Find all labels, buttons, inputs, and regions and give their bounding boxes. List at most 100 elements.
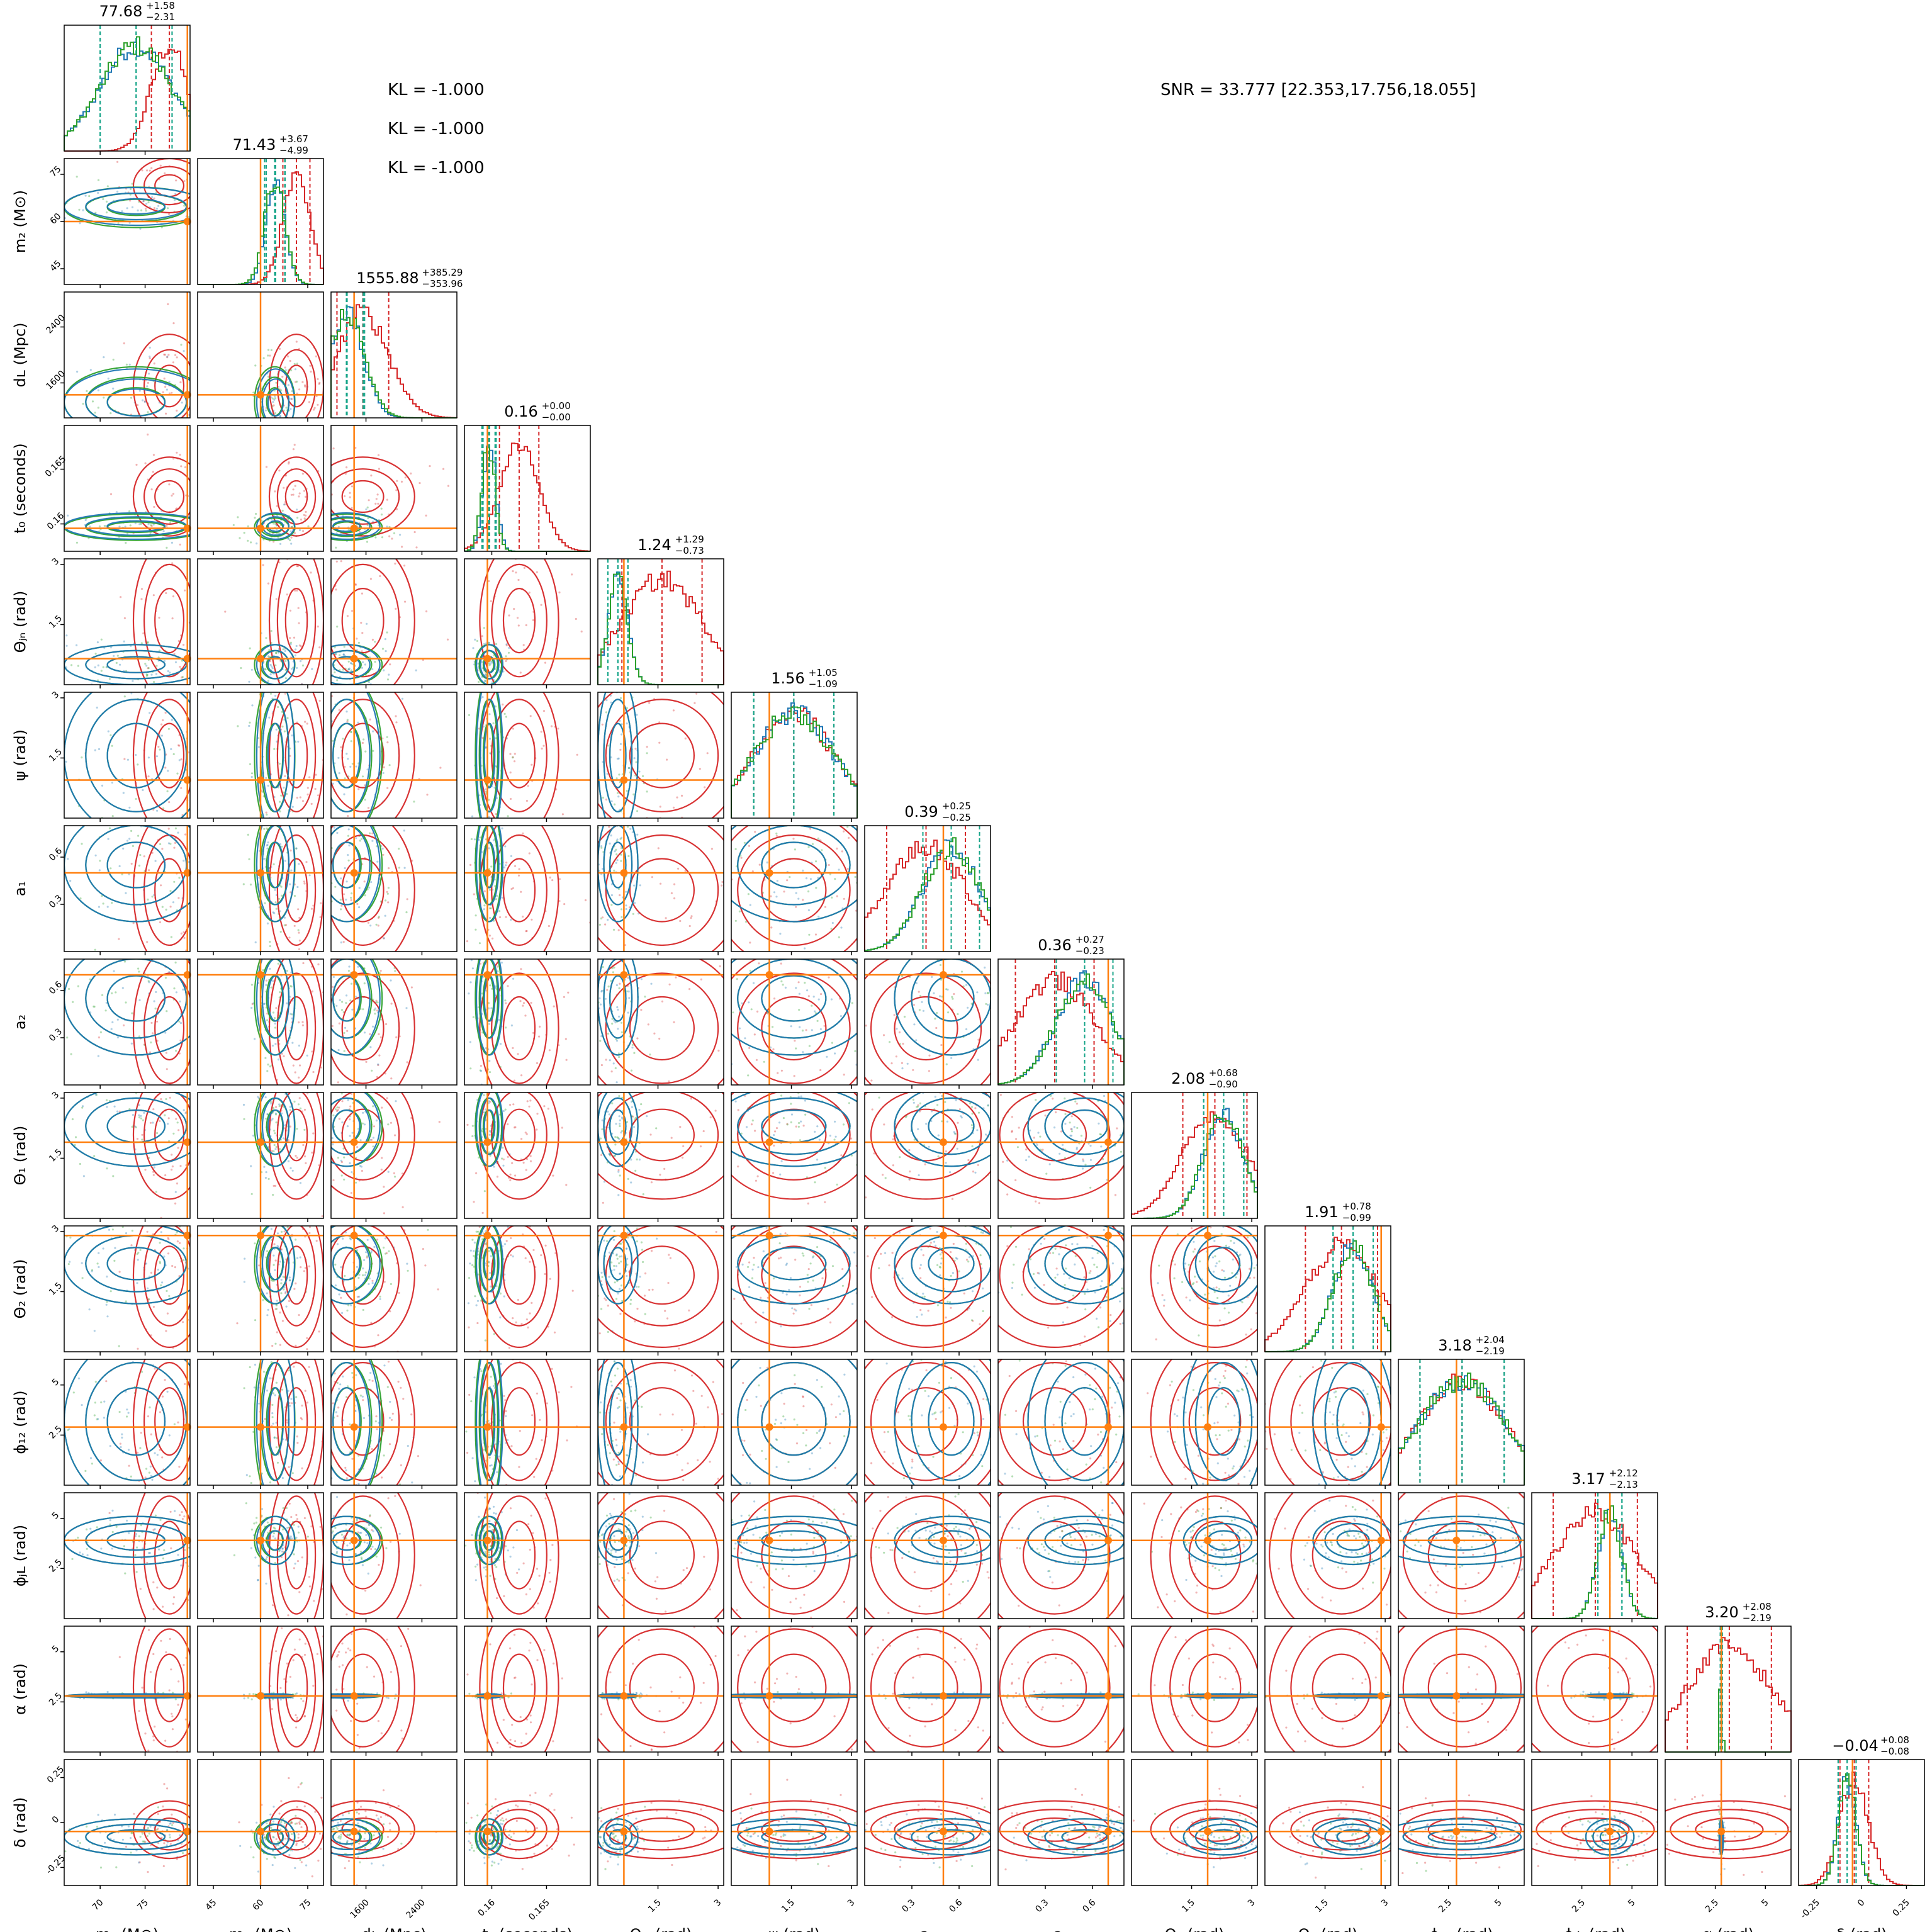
scatter-dot-blue: [619, 1288, 621, 1290]
hist-title-minus-m1: −2.31: [146, 11, 175, 23]
scatter-dot-blue: [381, 847, 384, 850]
scatter-dot-blue: [490, 661, 493, 664]
scatter-dot-green: [782, 1117, 785, 1120]
scatter-dot-green: [621, 1031, 623, 1033]
scatter-dot-red: [1038, 1202, 1041, 1205]
scatter-dot-blue: [348, 844, 351, 846]
scatter-dot-green: [613, 1264, 615, 1267]
scatter-dot-red: [318, 1330, 320, 1333]
scatter-dot-green: [178, 1020, 181, 1023]
scatter-dot-green: [266, 827, 268, 830]
scatter-dot-blue: [631, 1106, 633, 1108]
scatter-dot-red: [540, 731, 542, 733]
scatter-dot-green: [1016, 1146, 1019, 1149]
scatter-dot-blue: [362, 661, 364, 663]
scatter-dot-blue: [183, 1109, 185, 1111]
scatter-dot-green: [613, 928, 615, 931]
scatter-dot-red: [395, 1036, 398, 1038]
scatter-dot-red: [164, 354, 167, 356]
scatter-dot-blue: [368, 1283, 370, 1285]
y-tick-label-theta2-0: 1.5: [47, 1281, 64, 1298]
scatter-dot-blue: [170, 748, 172, 750]
scatter-dot-green: [290, 369, 293, 372]
scatter-dot-red: [544, 1272, 546, 1276]
scatter-dot-red: [179, 381, 182, 384]
scatter-dot-green: [934, 1018, 936, 1020]
scatter-dot-green: [903, 1016, 906, 1018]
scatter-dot-blue: [356, 1266, 358, 1268]
scatter-dot-green: [334, 1108, 337, 1111]
scatter-dot-blue: [76, 371, 79, 373]
scatter-dot-red: [756, 1175, 759, 1177]
scatter-dot-blue: [483, 908, 485, 911]
scatter-dot-red: [520, 890, 522, 893]
scatter-dot-red: [368, 499, 370, 502]
scatter-dot-red: [805, 1029, 807, 1031]
scatter-dot-red: [290, 493, 293, 496]
scatter-dot-red: [688, 988, 691, 991]
scatter-dot-blue: [348, 667, 351, 670]
scatter-dot-green: [130, 396, 133, 399]
scatter-dot-red: [310, 802, 313, 805]
y-axis-label-theta1: Θ₁ (rad): [11, 1126, 29, 1186]
scatter-dot-blue: [484, 1108, 486, 1111]
scatter-dot-red: [152, 471, 154, 473]
scatter-dot-red: [177, 897, 180, 899]
scatter-dot-red: [565, 1059, 568, 1061]
scatter-dot-green: [354, 1181, 357, 1184]
scatter-dot-green: [782, 984, 784, 986]
scatter-dot-blue: [280, 1279, 283, 1281]
scatter-dot-red: [706, 752, 709, 755]
scatter-dot-blue: [795, 892, 797, 894]
scatter-dot-red: [294, 1071, 296, 1074]
scatter-dot-red: [272, 1184, 275, 1187]
scatter-dot-red: [514, 1126, 516, 1129]
scatter-dot-blue: [489, 738, 491, 740]
scatter-dot-red: [634, 1320, 636, 1323]
scatter-dot-green: [489, 889, 491, 891]
scatter-dot-blue: [617, 1008, 619, 1011]
scatter-dot-red: [184, 833, 187, 836]
scatter-dot-red: [318, 699, 321, 702]
scatter-dot-red: [999, 1094, 1002, 1096]
scatter-dot-blue: [946, 988, 949, 991]
scatter-dot-blue: [617, 1292, 619, 1295]
scatter-dot-blue: [279, 1261, 281, 1263]
contour-panel-t0-vs-dL: [330, 425, 458, 555]
scatter-dot-red: [547, 1108, 549, 1110]
scatter-dot-green: [283, 1288, 285, 1291]
scatter-dot-blue: [636, 714, 638, 716]
scatter-dot-blue: [488, 847, 490, 850]
scatter-dot-red: [666, 1317, 669, 1320]
scatter-dot-red: [610, 1070, 613, 1073]
scatter-dot-green: [944, 1101, 946, 1103]
scatter-dot-red: [139, 1082, 142, 1084]
scatter-dot-blue: [913, 1023, 916, 1026]
scatter-dot-red: [673, 897, 676, 900]
contour-panel-thetajn-vs-t0: [464, 558, 591, 688]
scatter-dot-green: [274, 1342, 277, 1345]
scatter-dot-green: [169, 890, 172, 892]
scatter-dot-blue: [183, 860, 185, 862]
scatter-dot-blue: [373, 1245, 376, 1248]
scatter-dot-green: [636, 1158, 638, 1160]
scatter-dot-green: [790, 1103, 792, 1105]
scatter-dot-blue: [298, 863, 300, 865]
scatter-dot-red: [764, 1282, 767, 1284]
scatter-dot-red: [296, 1156, 298, 1159]
scatter-dot-green: [614, 1281, 616, 1284]
scatter-dot-blue: [308, 874, 311, 877]
scatter-dot-blue: [395, 1100, 397, 1103]
scatter-dot-blue: [296, 508, 298, 511]
scatter-dot-blue: [137, 1259, 139, 1261]
scatter-dot-red: [172, 458, 175, 460]
scatter-dot-blue: [600, 991, 603, 993]
scatter-dot-blue: [639, 1276, 641, 1278]
scatter-dot-green: [614, 1136, 617, 1138]
scatter-dot-blue: [172, 901, 175, 904]
scatter-dot-red: [140, 598, 143, 600]
scatter-dot-green: [347, 859, 350, 862]
scatter-dot-red: [301, 1021, 304, 1023]
panel-frame: [64, 692, 191, 819]
scatter-dot-green: [763, 1060, 765, 1063]
